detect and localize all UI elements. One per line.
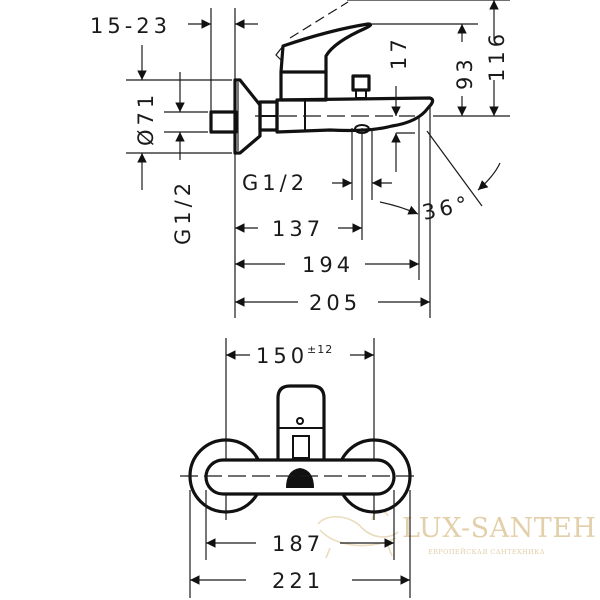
- dim-inlet-thread: G1/2: [171, 179, 195, 245]
- bathtub-logo-icon: [317, 510, 399, 559]
- dim-outlet-thread: G1/2: [242, 171, 308, 195]
- dim-depth-spout: 194: [302, 253, 354, 277]
- dim-wall-offset: 15-23: [90, 14, 171, 38]
- faucet-front-body: [180, 384, 420, 514]
- dim-center-distance: 150: [256, 344, 308, 368]
- dim-center-tolerance: ±12: [307, 343, 333, 356]
- dim-depth-total: 205: [309, 291, 361, 315]
- watermark: LUX-SANTEH ЕВРОПЕЙСКАЯ САНТЕХНИКА: [317, 510, 596, 559]
- dim-escutcheon-diameter: Ø71: [134, 91, 158, 146]
- side-view: 15-23: [90, 0, 510, 318]
- faucet-side-body: [209, 1, 435, 155]
- front-view: 150 ±12 187 221: [180, 338, 420, 598]
- dim-total-width: 221: [272, 569, 324, 593]
- dim-height-lever: 116: [485, 30, 509, 82]
- watermark-tagline: ЕВРОПЕЙСКАЯ САНТЕХНИКА: [428, 547, 545, 556]
- dim-height-spout: 93: [453, 55, 477, 90]
- watermark-brand: LUX-SANTEH: [402, 513, 596, 544]
- dim-spout-thickness: 17: [387, 35, 411, 70]
- dim-spout-angle: 36°: [420, 191, 473, 225]
- dim-body-width: 187: [272, 532, 324, 556]
- dim-depth-inlet: 137: [272, 217, 324, 241]
